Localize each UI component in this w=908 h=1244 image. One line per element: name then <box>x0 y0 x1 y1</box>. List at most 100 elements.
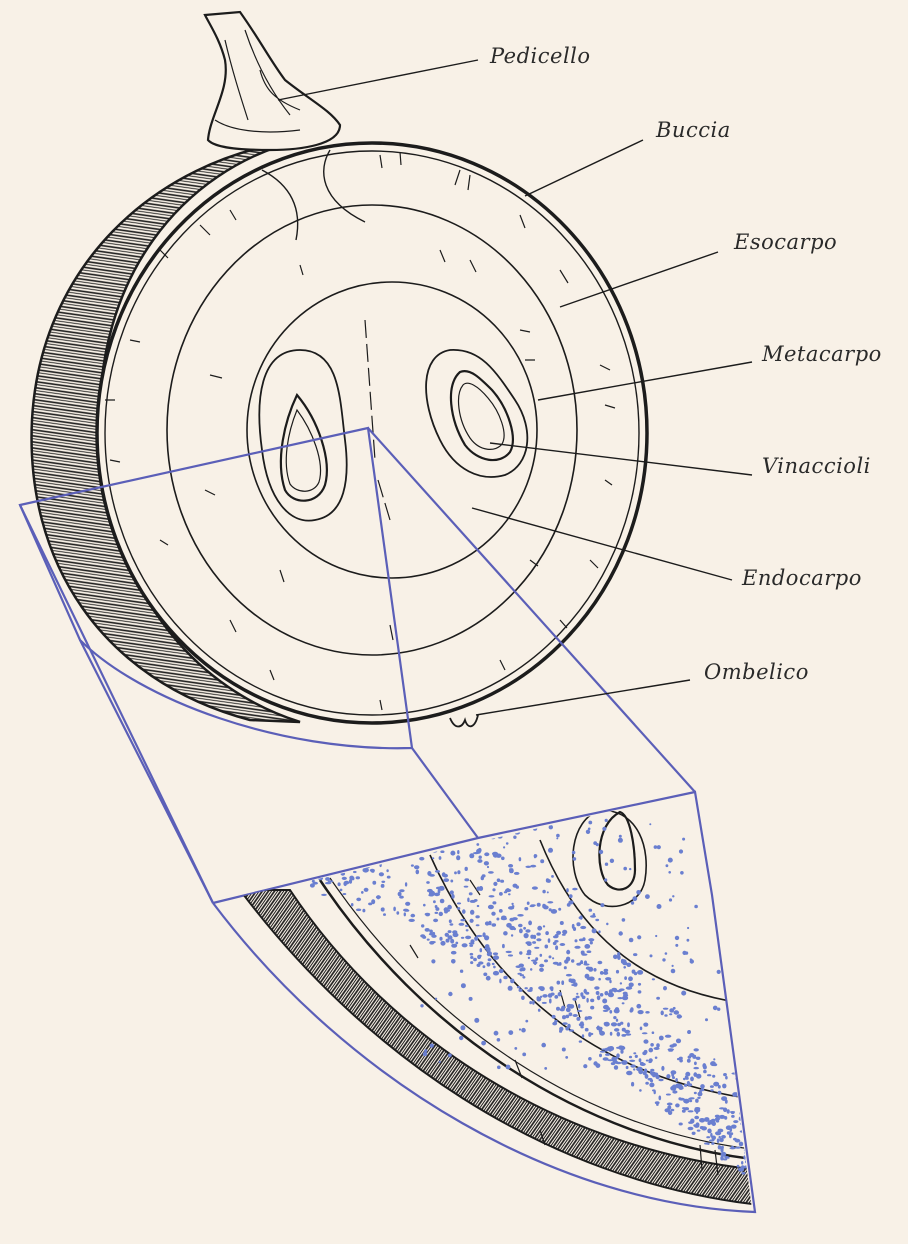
cell-dot <box>540 996 542 998</box>
cell-dot <box>425 796 428 799</box>
cell-dot <box>349 750 353 753</box>
cell-dot <box>644 1069 647 1074</box>
cell-dot <box>662 958 665 961</box>
cell-dot <box>343 847 347 850</box>
cell-dot <box>622 918 626 922</box>
cell-dot <box>385 826 389 829</box>
cell-dot <box>520 974 524 976</box>
cell-dot <box>503 976 507 980</box>
cell-dot <box>368 829 374 832</box>
cell-dot <box>322 810 326 813</box>
cell-dot <box>609 1010 612 1014</box>
cell-dot <box>567 1004 572 1008</box>
cell-dot <box>489 821 495 826</box>
cell-dot <box>704 1142 709 1144</box>
cell-dot <box>666 864 669 867</box>
cell-dot <box>470 919 474 923</box>
cell-dot <box>366 857 371 859</box>
cell-dot <box>576 996 580 999</box>
cell-dot <box>433 900 436 903</box>
cell-dot <box>693 1072 697 1077</box>
cell-dot <box>556 834 560 838</box>
cell-dot <box>581 951 585 955</box>
cell-dot <box>318 868 321 871</box>
cell-dot <box>633 1052 636 1054</box>
cell-dot <box>519 968 522 971</box>
cell-dot <box>711 1136 716 1141</box>
cell-dot <box>370 780 375 783</box>
cell-dot <box>435 905 438 908</box>
cell-dot <box>713 1006 718 1011</box>
cell-dot <box>715 857 717 859</box>
cell-dot <box>537 996 540 1000</box>
cell-dot <box>469 892 473 895</box>
cell-dot <box>481 1041 486 1046</box>
cell-dot <box>451 951 457 955</box>
cell-dot <box>614 1065 618 1070</box>
cell-dot <box>521 1028 526 1033</box>
cell-dot <box>588 967 593 972</box>
cell-dot <box>448 930 452 933</box>
cell-dot <box>319 831 325 834</box>
cell-dot <box>408 786 413 789</box>
cell-dot <box>749 1118 755 1121</box>
cell-dot <box>758 1106 762 1110</box>
cell-dot <box>654 1090 656 1094</box>
cell-dot <box>509 869 514 874</box>
cell-dot <box>560 921 564 925</box>
cell-dot <box>645 894 650 899</box>
cell-dot <box>713 1058 715 1060</box>
cell-dot <box>554 995 558 999</box>
cell-dot <box>649 1083 654 1088</box>
cell-dot <box>649 1048 654 1053</box>
cell-dot <box>451 810 457 813</box>
cell-dot <box>417 826 423 829</box>
cell-dot <box>313 786 319 791</box>
cell-dot <box>360 832 363 835</box>
cell-dot <box>654 1047 660 1050</box>
cell-dot <box>499 979 501 984</box>
cell-dot <box>314 822 316 827</box>
cell-dot <box>725 1076 728 1080</box>
cell-dot <box>423 783 429 788</box>
cell-dot <box>398 837 402 839</box>
cell-dot <box>541 1043 546 1048</box>
cell-dot <box>575 939 578 942</box>
cell-dot <box>514 1047 517 1050</box>
cell-dot <box>389 833 392 837</box>
cell-dot <box>613 955 618 960</box>
cell-dot <box>448 1053 452 1057</box>
cell-dot <box>596 843 599 846</box>
cell-dot <box>694 905 698 909</box>
cell-dot <box>620 1049 623 1053</box>
cell-dot <box>540 954 543 957</box>
cell-dot <box>665 952 668 955</box>
cell-dot <box>457 902 461 904</box>
cell-dot <box>532 886 538 889</box>
cell-dot <box>411 846 414 850</box>
cell-dot <box>616 1019 618 1022</box>
cell-dot <box>371 739 375 743</box>
cell-dot <box>527 902 530 905</box>
cell-dot <box>419 745 425 750</box>
cell-dot <box>460 970 463 973</box>
cell-dot <box>414 781 419 784</box>
cell-dot <box>548 848 553 853</box>
cell-dot <box>510 979 514 984</box>
cell-dot <box>476 935 482 937</box>
cell-dot <box>737 1165 740 1168</box>
cell-dot <box>506 1065 511 1070</box>
cell-dot <box>362 909 365 913</box>
cell-dot <box>640 1063 646 1066</box>
cell-dot <box>489 895 495 897</box>
cell-dot <box>469 853 474 858</box>
cell-dot <box>671 969 676 974</box>
cell-dot <box>412 829 416 832</box>
cell-dot <box>347 781 352 785</box>
cell-dot <box>312 880 315 883</box>
cell-dot <box>404 830 408 835</box>
cell-dot <box>545 931 549 935</box>
cell-dot <box>479 832 483 836</box>
cell-dot <box>383 913 386 916</box>
